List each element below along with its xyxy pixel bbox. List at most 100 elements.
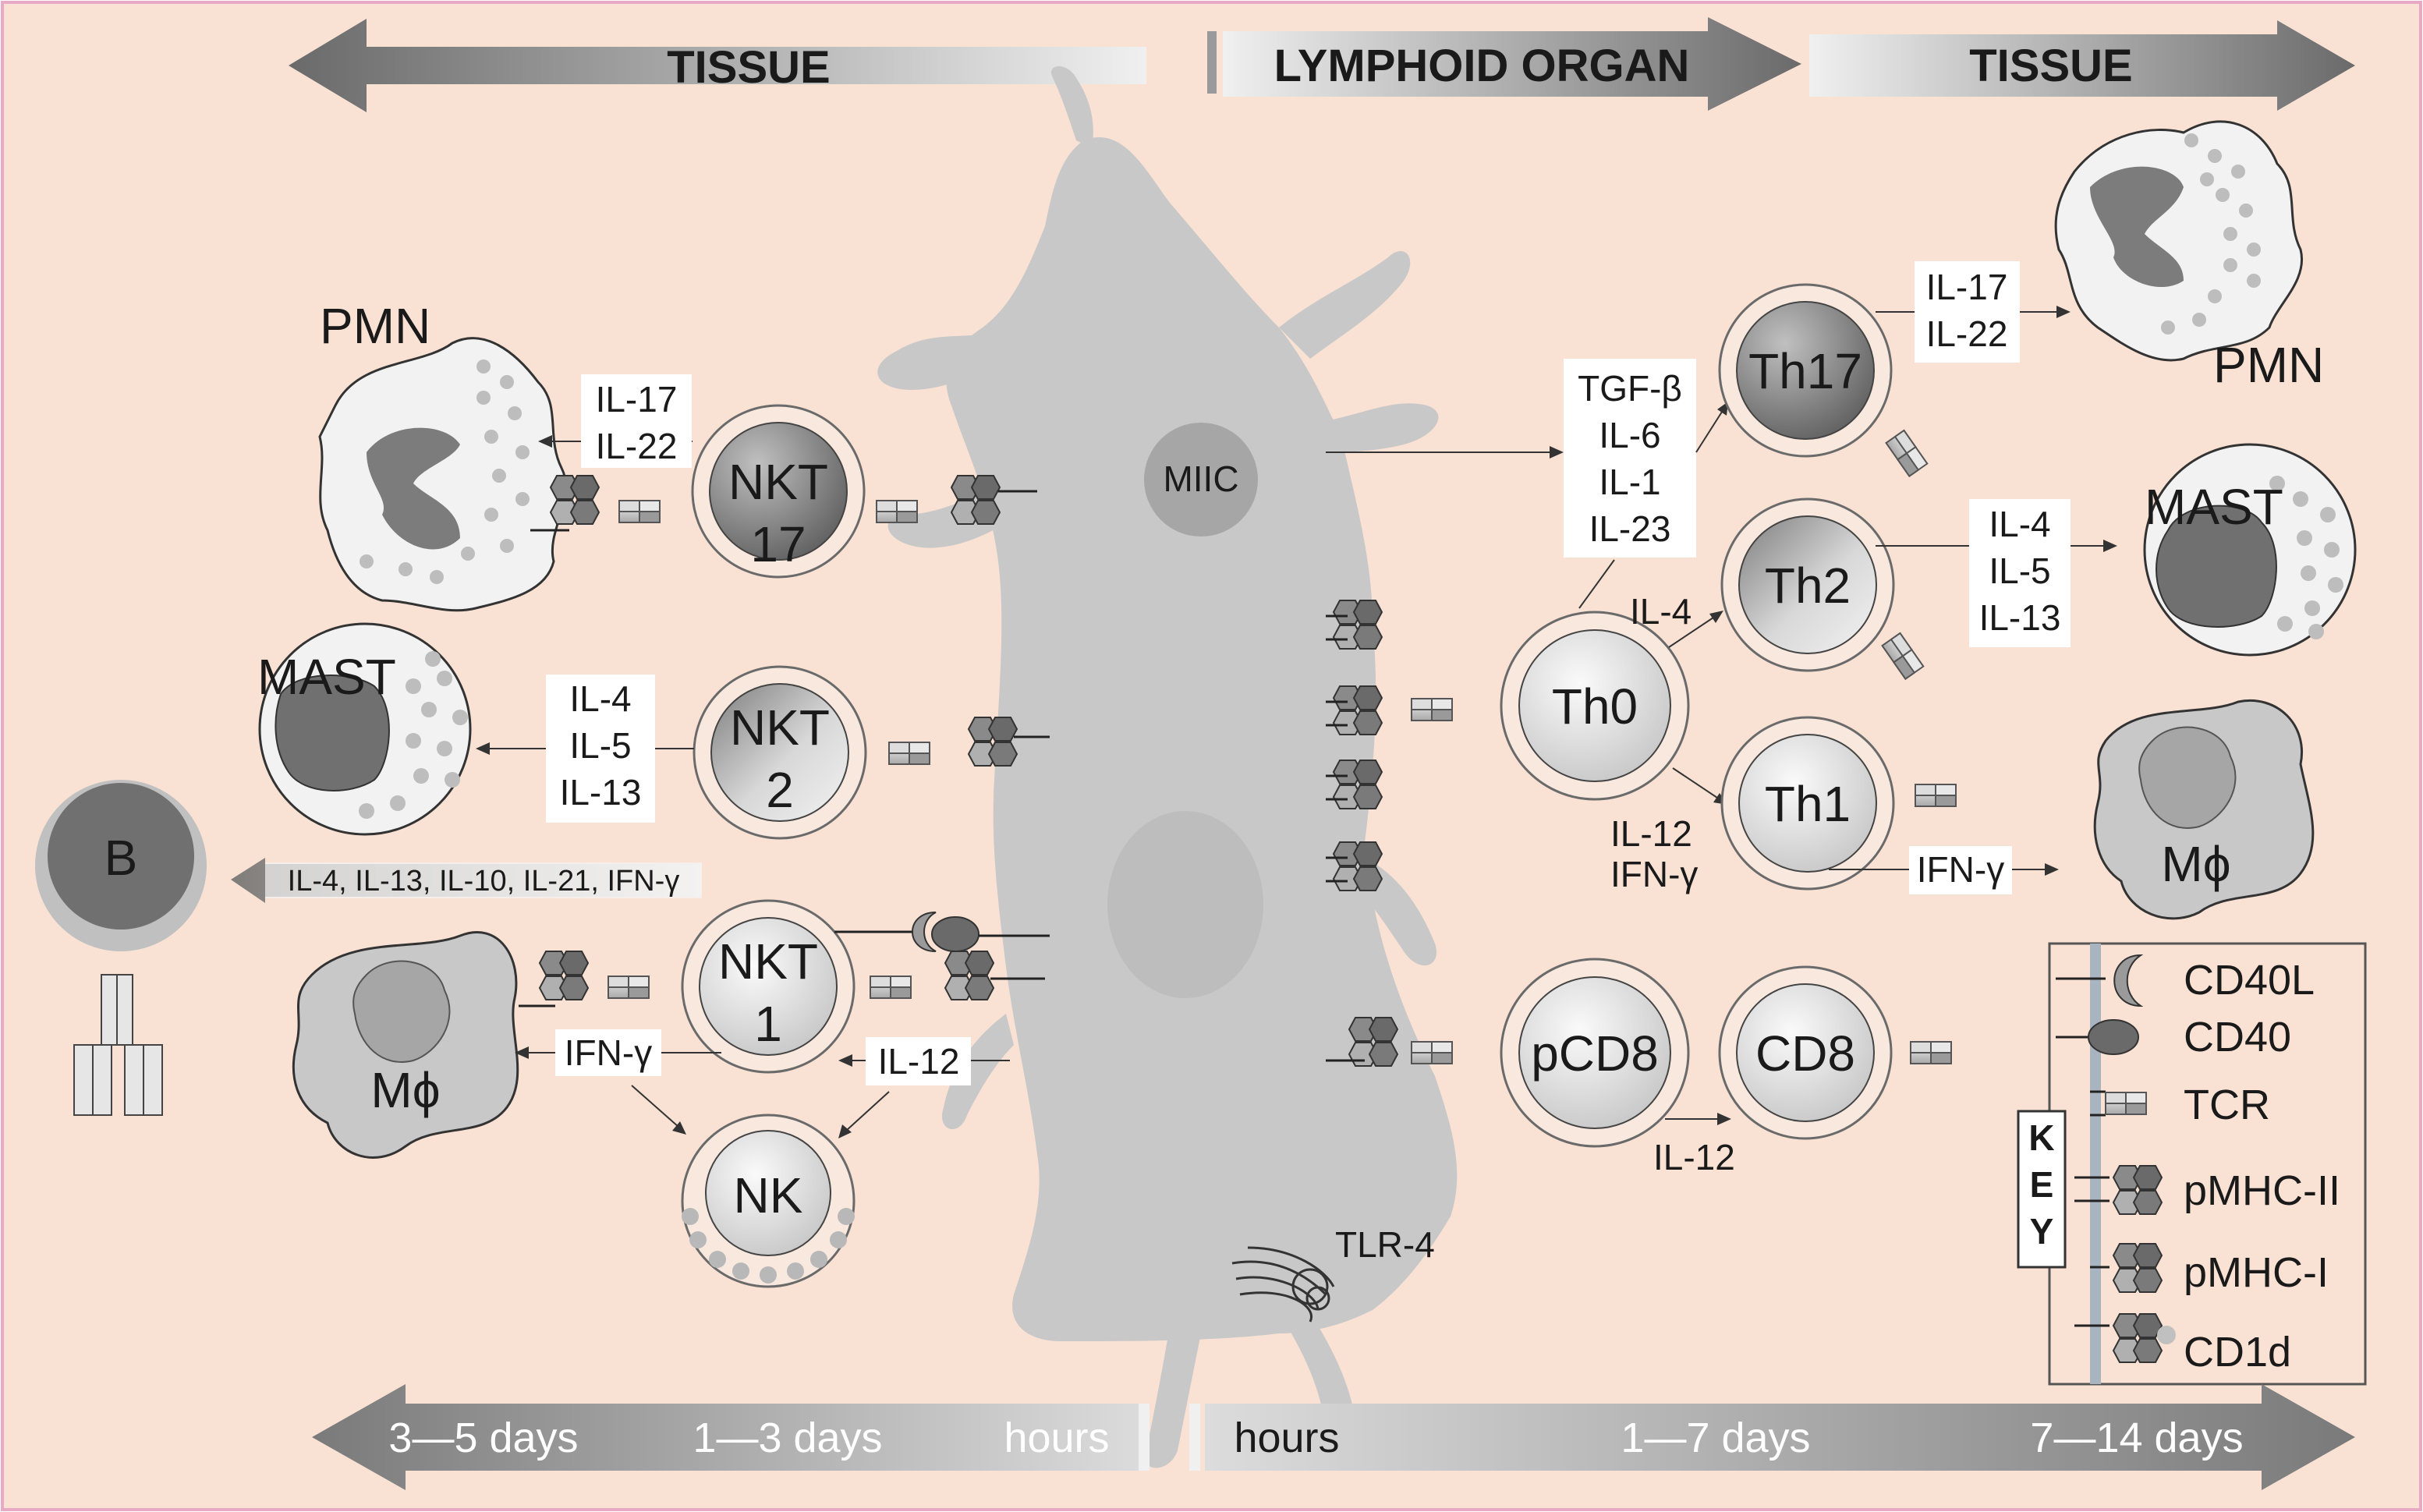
- th2-il4: IL-4: [1989, 504, 2050, 544]
- nkt17-cytokine-box: IL-17 IL-22: [581, 374, 692, 468]
- cd40-cd40l-pair: [834, 912, 1050, 952]
- th2-il13: IL-13: [1979, 597, 2061, 638]
- th17-il22: IL-22: [1926, 313, 2008, 354]
- th17-diff-il23: IL-23: [1589, 508, 1671, 549]
- macrophage-right-cell: Mϕ: [2093, 699, 2315, 920]
- key-letter-k: K: [2028, 1117, 2054, 1158]
- tlr4-label: TLR-4: [1335, 1224, 1435, 1265]
- th0-cell: Th0: [1500, 611, 1690, 801]
- timeline-left-1: 1—3 days: [693, 1415, 882, 1461]
- timeline-left-2: hours: [1004, 1415, 1109, 1461]
- nkt1-label-line2: 1: [754, 996, 782, 1052]
- macrophage-left-label: Mϕ: [370, 1062, 440, 1118]
- key-pmhc2-label: pMHC-II: [2184, 1167, 2340, 1214]
- key-cd40l-icon: [2056, 954, 2144, 1007]
- pmn-left-cell: PMN: [318, 298, 568, 612]
- pcd8-cell: pCD8: [1500, 958, 1690, 1148]
- th2-cell: Th2: [1720, 498, 1895, 672]
- th17-il17: IL-17: [1926, 267, 2008, 307]
- nkt2-il5: IL-5: [569, 725, 631, 766]
- legend-key: K E Y CD40L CD40 TCR pMHC-II pMHC: [2017, 942, 2367, 1386]
- macrophage-left-cell: Mϕ: [292, 930, 519, 1159]
- th17-cytokine-box: IL-17 IL-22: [1915, 261, 2020, 363]
- macrophage-right-label: Mϕ: [2161, 836, 2230, 892]
- miic-compartment: [1144, 423, 1258, 536]
- nkt2-label-line2: 2: [766, 762, 794, 818]
- lymphoid-organ-label: LYMPHOID ORGAN: [1274, 41, 1690, 91]
- th1-ifng-box: IFN-γ: [1909, 846, 2012, 894]
- nkt1-ifng: IFN-γ: [565, 1032, 652, 1073]
- mast-right-label: MAST: [2145, 479, 2283, 535]
- key-pmhc1-icon: [2090, 1243, 2163, 1293]
- th17-label: Th17: [1748, 343, 1862, 399]
- nkt17-cell: NKT 17: [691, 404, 866, 579]
- th2-cytokine-box: IL-4 IL-5 IL-13: [1969, 499, 2071, 647]
- nkt2-il4: IL-4: [569, 678, 631, 719]
- nk-label: NK: [734, 1167, 803, 1223]
- nk-cell: NK: [681, 1114, 855, 1288]
- th17-cell: Th17: [1718, 283, 1893, 458]
- key-cd40-icon: [2056, 1019, 2139, 1055]
- th2-label: Th2: [1765, 558, 1851, 614]
- tissue-right-label: TISSUE: [1969, 41, 2133, 91]
- th2-il5: IL-5: [1989, 551, 2050, 591]
- nkt2-label-line1: NKT: [730, 699, 830, 756]
- pcd8-label: pCD8: [1531, 1025, 1659, 1082]
- tissue-left-arrow: TISSUE: [289, 19, 1146, 112]
- th17-diff-il6: IL-6: [1599, 415, 1660, 455]
- cd8-diff-il12: IL-12: [1653, 1137, 1735, 1177]
- nkt1-label-line1: NKT: [718, 933, 818, 990]
- miic-label: MIIC: [1163, 459, 1238, 499]
- th17-diff-il1: IL-1: [1599, 462, 1660, 502]
- key-tcr-icon: [2090, 1090, 2147, 1117]
- key-pmhc2-icon: [2074, 1165, 2163, 1215]
- mast-right-cell: MAST: [2143, 443, 2357, 657]
- timeline-right-arrow: hours 1—7 days 7—14 days: [1189, 1384, 2355, 1490]
- nkt2-cell: NKT 2: [693, 665, 867, 840]
- il12-left-box: IL-12: [866, 1037, 971, 1085]
- lymphoid-organ-arrow: LYMPHOID ORGAN: [1207, 17, 1801, 111]
- timeline-left-arrow: 3—5 days 1—3 days hours: [312, 1384, 1150, 1490]
- nkt17-label-line1: NKT: [728, 454, 828, 510]
- nkt17-il17: IL-17: [596, 379, 678, 420]
- dc-nucleus: [1107, 811, 1263, 998]
- nkt2-il13: IL-13: [560, 772, 642, 813]
- nkt2-cytokine-box: IL-4 IL-5 IL-13: [546, 675, 655, 823]
- b-cell: B: [35, 780, 207, 1116]
- tlr4-receptor: TLR-4: [1231, 1224, 1435, 1323]
- mast-left-label: MAST: [257, 649, 396, 705]
- dendritic-cell: MIIC: [877, 66, 1458, 1468]
- nkt1-cell: NKT 1: [681, 899, 855, 1074]
- pmn-right-cell: PMN: [2054, 120, 2324, 393]
- b-cell-label: B: [105, 830, 138, 886]
- nkt1-ifng-box: IFN-γ: [555, 1029, 661, 1076]
- th2-diff-il4: IL-4: [1630, 591, 1691, 632]
- th1-label: Th1: [1765, 776, 1851, 832]
- cd8-label: CD8: [1755, 1025, 1855, 1082]
- th1-diff-ifng: IFN-γ: [1610, 854, 1698, 894]
- mast-left-cell: MAST: [257, 622, 472, 836]
- cd8-cell: CD8: [1718, 965, 1893, 1140]
- th1-diff-il12: IL-12: [1610, 813, 1692, 854]
- timeline-right-2: 7—14 days: [2030, 1415, 2243, 1461]
- key-cd1d-icon: [2074, 1313, 2176, 1363]
- pmn-left-label: PMN: [320, 298, 430, 354]
- key-letter-y: Y: [2030, 1211, 2054, 1252]
- key-cd40-label: CD40: [2184, 1014, 2291, 1061]
- pmn-right-label: PMN: [2213, 337, 2324, 393]
- key-pmhc1-label: pMHC-I: [2184, 1249, 2329, 1296]
- key-cd1d-label: CD1d: [2184, 1329, 2291, 1376]
- nkt17-il22: IL-22: [596, 426, 678, 466]
- tissue-left-label: TISSUE: [667, 42, 831, 93]
- tissue-right-arrow: TISSUE: [1809, 20, 2355, 111]
- timeline-left-0: 3—5 days: [388, 1415, 578, 1461]
- th17-diff-cytokine-box: TGF-β IL-6 IL-1 IL-23: [1564, 359, 1696, 558]
- th1-cell: Th1: [1720, 716, 1895, 891]
- b-help-cytokines: IL-4, IL-13, IL-10, IL-21, IFN-γ: [288, 865, 680, 898]
- timeline-right-1: 1—7 days: [1621, 1415, 1810, 1461]
- b-help-arrow: IL-4, IL-13, IL-10, IL-21, IFN-γ: [231, 858, 702, 903]
- th17-diff-tgfb: TGF-β: [1578, 368, 1682, 409]
- il12-left-label: IL-12: [878, 1041, 960, 1082]
- th1-ifng: IFN-γ: [1917, 849, 2004, 890]
